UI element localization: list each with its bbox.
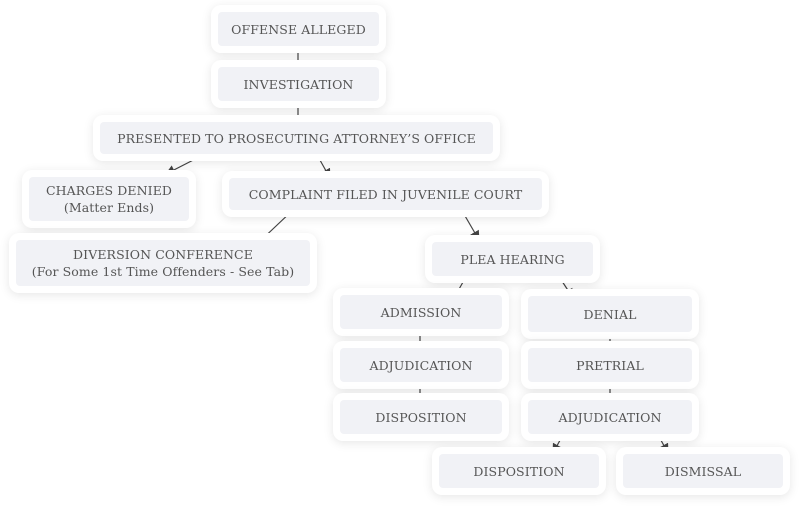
node-sublabel: (For Some 1st Time Offenders - See Tab) bbox=[31, 264, 295, 279]
node-investigation: INVESTIGATION bbox=[211, 60, 386, 108]
node-presented-to-prosecuting-attorney: PRESENTED TO PROSECUTING ATTORNEY’S OFFI… bbox=[93, 115, 500, 161]
node-pretrial: PRETRIAL bbox=[521, 341, 699, 389]
node-label: OFFENSE ALLEGED bbox=[231, 21, 366, 37]
node-label: DISPOSITION bbox=[473, 463, 565, 479]
node-adjudication-left: ADJUDICATION bbox=[333, 341, 509, 389]
node-label: PLEA HEARING bbox=[460, 251, 565, 267]
node-complaint-filed: COMPLAINT FILED IN JUVENILE COURT bbox=[222, 171, 549, 217]
node-label: ADJUDICATION bbox=[558, 409, 662, 425]
node-denial: DENIAL bbox=[521, 289, 699, 339]
node-charges-denied: CHARGES DENIED (Matter Ends) bbox=[22, 170, 196, 228]
node-plea-hearing: PLEA HEARING bbox=[425, 235, 600, 283]
node-sublabel: (Matter Ends) bbox=[63, 200, 155, 215]
node-label: CHARGES DENIED bbox=[45, 183, 173, 198]
node-offense-alleged: OFFENSE ALLEGED bbox=[211, 5, 386, 53]
node-label: DIVERSION CONFERENCE bbox=[73, 247, 253, 262]
node-diversion-conference: DIVERSION CONFERENCE (For Some 1st Time … bbox=[9, 233, 317, 293]
node-label: ADMISSION bbox=[380, 304, 462, 320]
node-adjudication-right: ADJUDICATION bbox=[521, 393, 699, 441]
node-label: PRETRIAL bbox=[576, 357, 644, 373]
node-disposition-left: DISPOSITION bbox=[333, 393, 509, 441]
node-label: DENIAL bbox=[583, 306, 637, 322]
node-label: INVESTIGATION bbox=[243, 76, 354, 92]
node-label: DISPOSITION bbox=[375, 409, 467, 425]
node-label: COMPLAINT FILED IN JUVENILE COURT bbox=[248, 186, 523, 202]
node-label: PRESENTED TO PROSECUTING ATTORNEY’S OFFI… bbox=[117, 130, 476, 146]
node-label: ADJUDICATION bbox=[369, 357, 473, 373]
node-label: DISMISSAL bbox=[664, 463, 742, 479]
node-admission: ADMISSION bbox=[333, 288, 509, 336]
node-disposition-right: DISPOSITION bbox=[432, 447, 606, 495]
node-dismissal: DISMISSAL bbox=[616, 447, 790, 495]
